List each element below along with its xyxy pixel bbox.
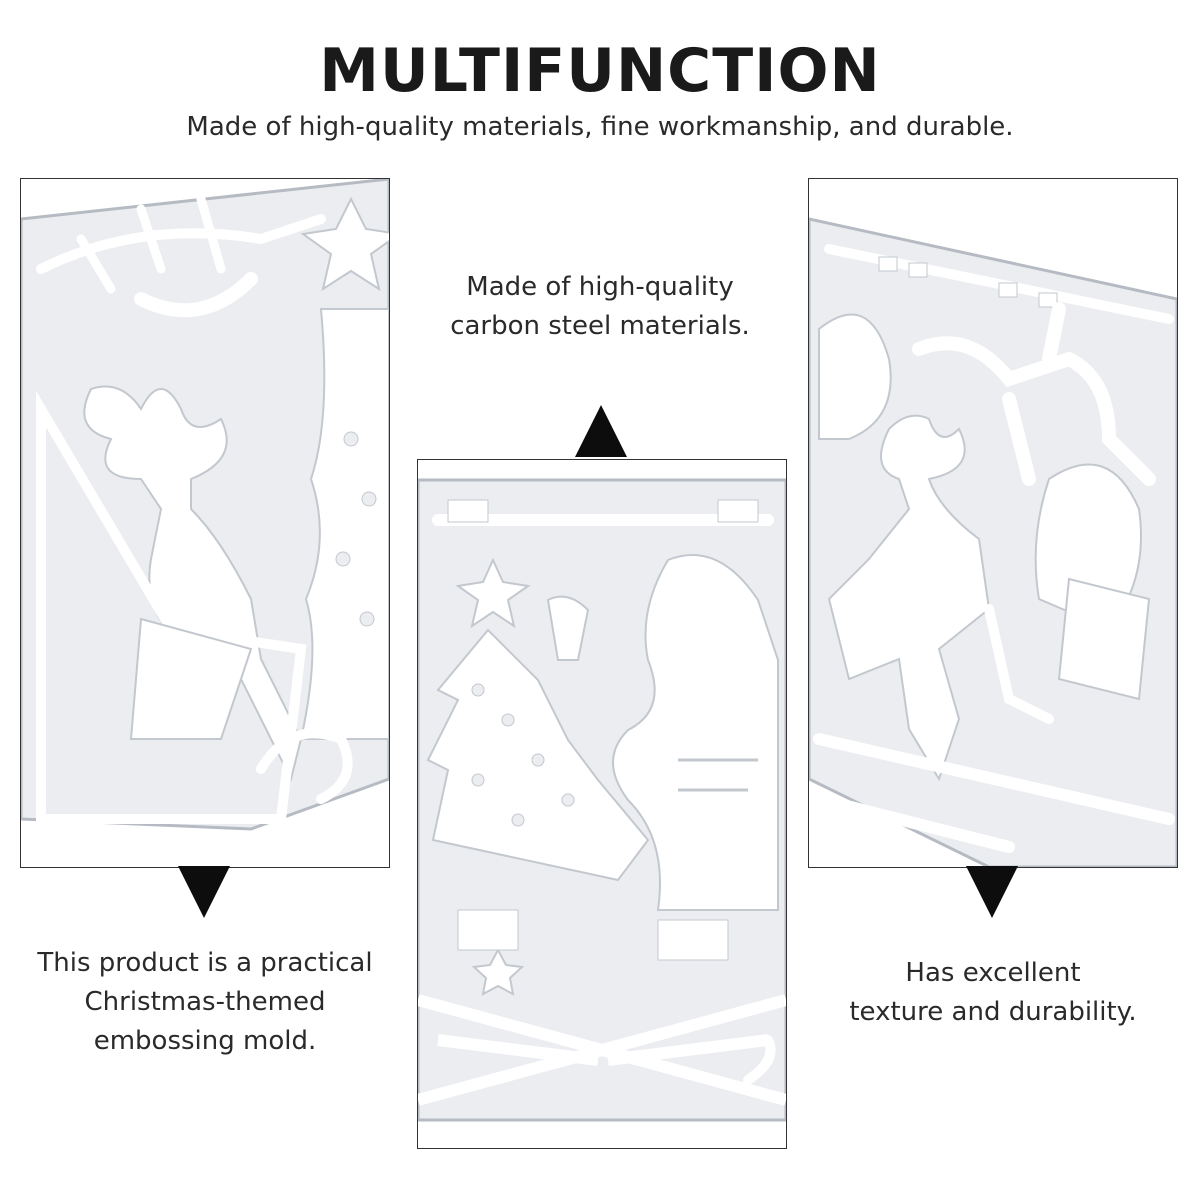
feature-caption-right: Has excellent texture and durability.	[808, 954, 1178, 1032]
product-image-right	[808, 178, 1178, 868]
arrow-down-right-icon	[966, 866, 1018, 918]
caption-line: This product is a practical	[37, 948, 373, 978]
branches-die-illustration	[809, 217, 1177, 867]
page-title: MULTIFUNCTION	[319, 36, 881, 106]
caption-line: carbon steel materials.	[450, 311, 750, 341]
reindeer-die-illustration	[21, 179, 389, 831]
page-subtitle: Made of high-quality materials, fine wor…	[186, 112, 1014, 142]
arrow-up-center-icon	[575, 405, 627, 457]
santa-die-illustration	[418, 478, 786, 1122]
arrow-down-left-icon	[178, 866, 230, 918]
caption-line: Has excellent	[905, 958, 1081, 988]
feature-caption-left: This product is a practical Christmas-th…	[20, 944, 390, 1061]
caption-line: embossing mold.	[93, 1026, 317, 1056]
caption-line: texture and durability.	[849, 997, 1137, 1027]
product-image-left	[20, 178, 390, 868]
feature-caption-center: Made of high-quality carbon steel materi…	[415, 268, 785, 346]
product-image-center	[417, 459, 787, 1149]
caption-line: Christmas-themed	[84, 987, 326, 1017]
caption-line: Made of high-quality	[466, 272, 734, 302]
